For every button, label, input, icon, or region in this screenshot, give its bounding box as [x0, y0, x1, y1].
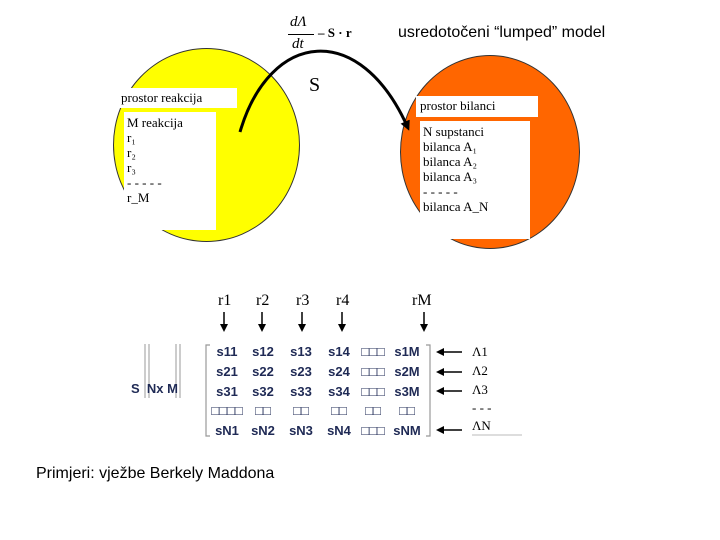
balance-list-item: - - - - - — [423, 184, 458, 199]
stoichiometric-matrix: s11 s12 s13 s14 □□□ s1M s21 s22 s23 s24 … — [210, 344, 424, 438]
matrix-cell: □□ — [331, 403, 347, 418]
examples-caption: Primjeri: vježbe Berkely Maddona — [36, 465, 275, 482]
balance-list: N supstanci bilanca A₁ bilanca A₂ bilanc… — [420, 121, 530, 239]
reaction-list-item: - - - - - — [127, 175, 162, 190]
matrix-cell: s2M — [394, 364, 420, 379]
matrix-cell: s1M — [394, 344, 420, 359]
balance-list-item: N supstanci — [423, 124, 485, 139]
matrix-dimension-label: S Nx M — [131, 381, 178, 396]
lambda-row: - - - — [472, 400, 492, 415]
lambda-row: Λ1 — [472, 344, 488, 359]
formula-numerator: dΛ — [290, 14, 307, 30]
matrix-cell: s3M — [394, 384, 420, 399]
matrix-cell: s32 — [252, 384, 274, 399]
reaction-list-item: r₂ — [127, 145, 136, 160]
matrix-cell: s22 — [252, 364, 274, 379]
matrix-cell: s13 — [290, 344, 312, 359]
formula-rhs: – S · r — [318, 25, 352, 40]
matrix-cell: s11 — [216, 344, 238, 359]
formula-denominator: dt — [292, 36, 304, 52]
lambda-row: ΛN — [472, 418, 491, 433]
matrix-cell: sN4 — [327, 423, 351, 438]
reaction-list-item: r₃ — [127, 160, 136, 175]
matrix-cell: □□□ — [361, 384, 385, 399]
matrix-cell: s34 — [328, 384, 350, 399]
page-title: usredotočeni “lumped” model — [398, 24, 606, 41]
matrix-cell: s33 — [290, 384, 312, 399]
r-column-label: r3 — [296, 292, 310, 309]
matrix-cell: □□ — [399, 403, 415, 418]
matrix-cell: □□ — [365, 403, 381, 418]
matrix-cell: sN3 — [289, 423, 313, 438]
lambda-row: Λ3 — [472, 382, 488, 397]
reaction-space-header: prostor reakcija — [117, 88, 237, 108]
matrix-cell: s31 — [216, 384, 238, 399]
matrix-cell: □□□□ — [211, 403, 243, 418]
balance-list-item: bilanca A_N — [423, 199, 489, 214]
r-column-label: rM — [412, 292, 432, 309]
matrix-cell: s21 — [216, 364, 238, 379]
balance-list-item: bilanca A₃ — [423, 169, 477, 184]
reaction-list: M reakcija r₁ r₂ r₃ - - - - - r_M — [124, 112, 216, 230]
matrix-cell: □□□ — [361, 423, 385, 438]
matrix-cell: □□ — [255, 403, 271, 418]
balance-list-item: bilanca A₂ — [423, 154, 477, 169]
balance-formula: dΛ dt – S · r — [286, 14, 356, 56]
matrix-cell: sN2 — [251, 423, 275, 438]
balance-space-header: prostor bilanci — [416, 96, 538, 117]
matrix-cell: s14 — [328, 344, 350, 359]
matrix-cell: □□□ — [361, 344, 385, 359]
lambda-row: Λ2 — [472, 363, 488, 378]
matrix-cell: sN1 — [215, 423, 239, 438]
stoichiometry-label: S — [309, 74, 321, 96]
reaction-list-item: r_M — [127, 190, 150, 205]
reaction-list-item: r₁ — [127, 130, 136, 145]
reaction-list-item: M reakcija — [127, 115, 183, 130]
matrix-cell: s23 — [290, 364, 312, 379]
matrix-cell: □□ — [293, 403, 309, 418]
r-column-label: r2 — [256, 292, 270, 309]
balance-list-item: bilanca A₁ — [423, 139, 477, 154]
r-column-label: r1 — [218, 292, 232, 309]
fraction-line — [288, 34, 314, 35]
matrix-cell: □□□ — [361, 364, 385, 379]
matrix-cell: s12 — [252, 344, 274, 359]
matrix-cell: sNM — [393, 423, 421, 438]
matrix-cell: s24 — [328, 364, 350, 379]
r-column-label: r4 — [336, 292, 350, 309]
